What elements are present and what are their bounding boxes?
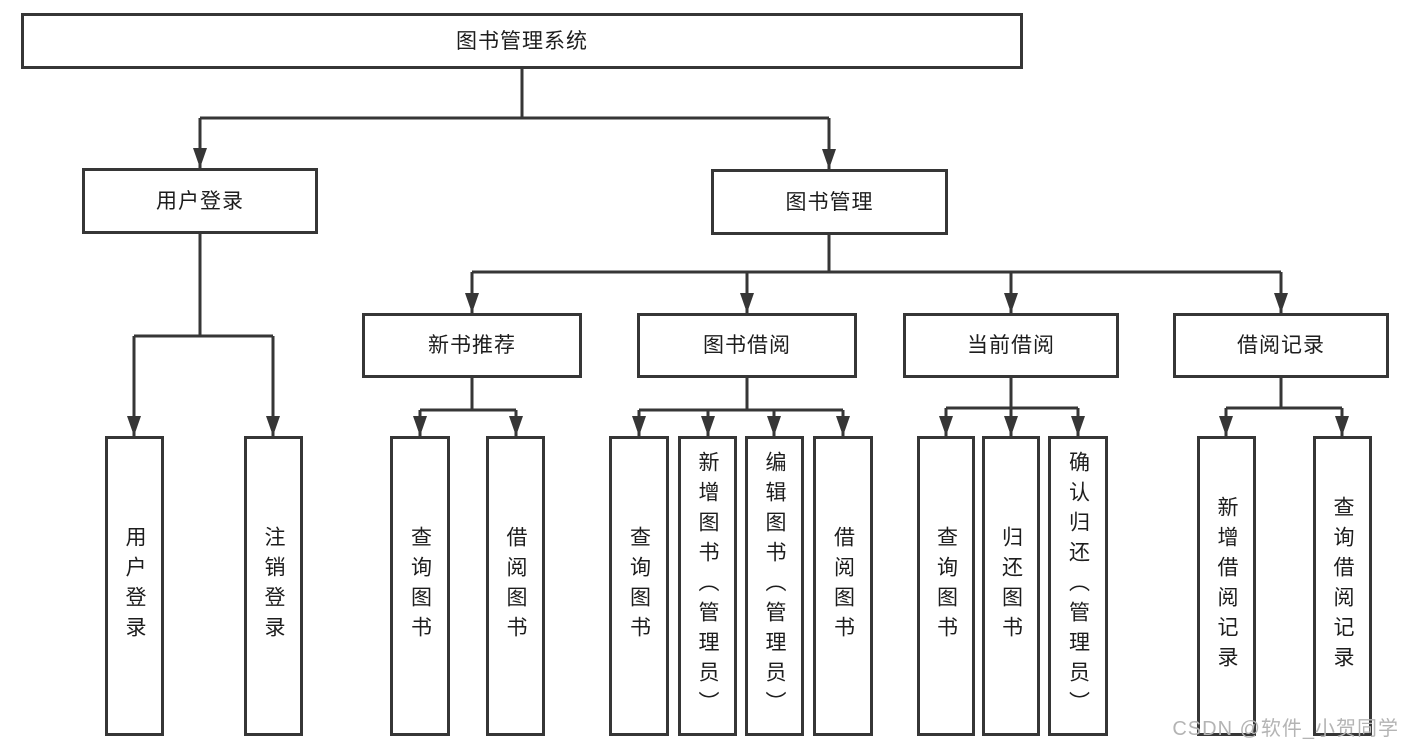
node-book-management: 图书管理: [711, 169, 948, 235]
leaf-borrow-books: 借阅图书: [813, 436, 873, 736]
leaf-query-books-current: 查询图书: [917, 436, 975, 736]
node-borrow-record: 借阅记录: [1173, 313, 1389, 378]
leaf-edit-book-admin: 编辑图书（管理员）: [745, 436, 804, 736]
node-current-borrow: 当前借阅: [903, 313, 1119, 378]
leaf-add-book-admin: 新增图书（管理员）: [678, 436, 737, 736]
leaf-add-borrow-record: 新增借阅记录: [1197, 436, 1256, 736]
leaf-return-book: 归还图书: [982, 436, 1040, 736]
csdn-watermark: CSDN @软件_小贺同学: [1172, 718, 1399, 740]
leaf-query-books-borrow: 查询图书: [609, 436, 669, 736]
leaf-query-borrow-record: 查询借阅记录: [1313, 436, 1372, 736]
node-user-login: 用户登录: [82, 168, 318, 234]
node-book-borrow: 图书借阅: [637, 313, 857, 378]
leaf-confirm-return-admin: 确认归还（管理员）: [1048, 436, 1108, 736]
leaf-logout-login: 注销登录: [244, 436, 303, 736]
node-library-management-system: 图书管理系统: [21, 13, 1023, 69]
leaf-borrow-books-recommend: 借阅图书: [486, 436, 545, 736]
node-new-book-recommend: 新书推荐: [362, 313, 582, 378]
leaf-user-login: 用户登录: [105, 436, 164, 736]
leaf-query-books-recommend: 查询图书: [390, 436, 450, 736]
